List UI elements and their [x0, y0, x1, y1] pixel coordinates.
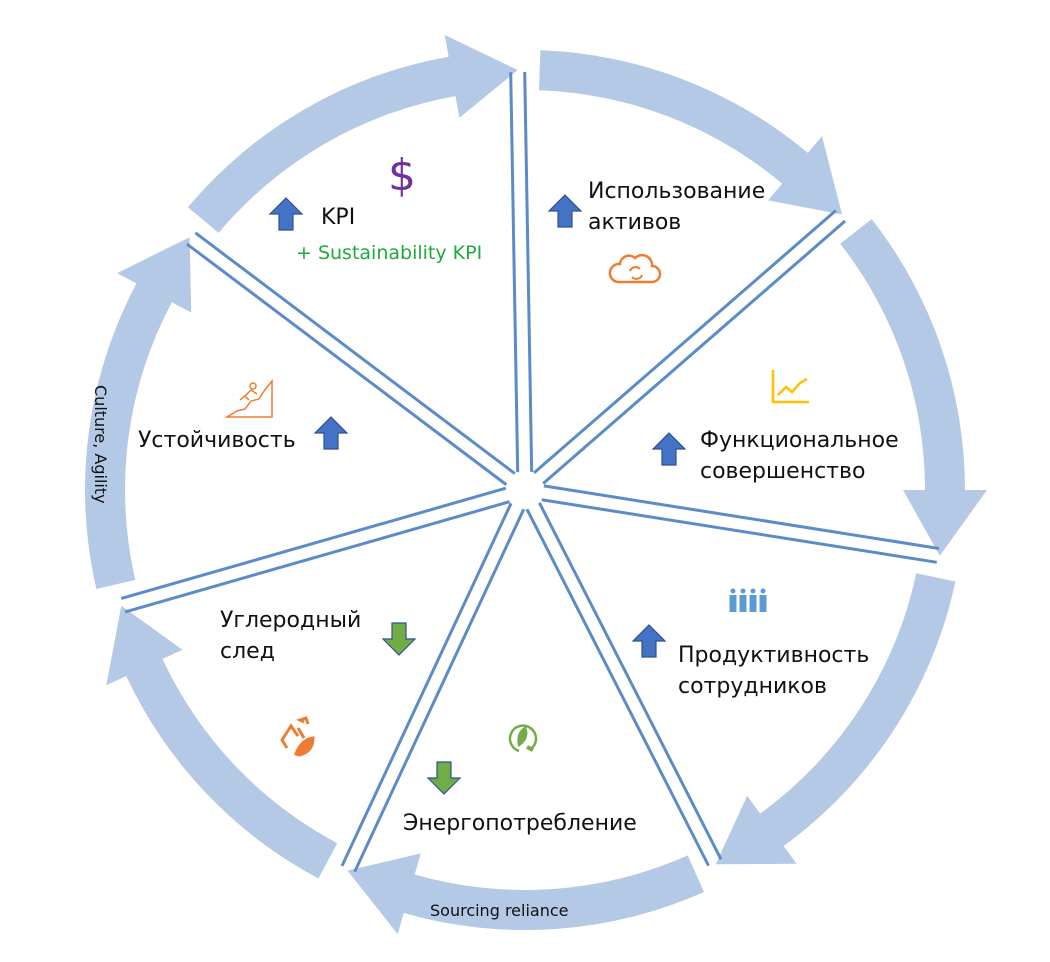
cycle-arrow: [347, 853, 704, 935]
trend-up-arrow-icon: [547, 194, 583, 228]
segment-divider: [541, 498, 937, 564]
segment-divider: [523, 71, 534, 472]
segment-label-assets: Использование активов: [588, 176, 765, 238]
label-line: совершенство: [700, 459, 866, 484]
person-body: [739, 595, 747, 612]
segment-label-carbon: Углеродный след: [220, 605, 361, 667]
segment-divider: [340, 502, 513, 867]
people-icon: [729, 588, 767, 612]
label-line: след: [220, 639, 275, 664]
trend-up-arrow-icon: [313, 416, 349, 450]
segment-divider: [353, 508, 526, 873]
label-line: Углеродный: [220, 608, 362, 633]
segment-divider: [509, 72, 520, 473]
cycle-arrow: [840, 219, 987, 556]
trend-down-arrow-icon: [426, 761, 462, 795]
person-head: [760, 588, 766, 594]
segment-label-kpi: KPI: [321, 205, 356, 230]
trend-up-arrow-icon: [631, 624, 667, 658]
trend-down-arrow-icon: [381, 622, 417, 656]
segment-label-resilience: Устойчивость: [138, 428, 296, 453]
label-line: сотрудников: [678, 674, 827, 699]
segment-divider: [186, 242, 508, 486]
segment-label-functional: Функциональное совершенство: [700, 425, 899, 487]
segment-divider: [538, 502, 723, 860]
person-body: [749, 595, 757, 612]
segment-divider: [194, 231, 516, 475]
cycle-arrow: [85, 237, 192, 589]
segment-sublabel-sustainability-kpi: + Sustainability KPI: [296, 242, 483, 264]
cycle-arrow: [106, 605, 338, 879]
label-line: Использование: [588, 179, 766, 204]
label-line: Продуктивность: [678, 643, 870, 668]
climber-icon: [224, 378, 273, 418]
dollar-icon: $: [388, 150, 416, 201]
person-body: [729, 595, 737, 612]
cycle-arrow: [715, 573, 956, 865]
label-line: Функциональное: [700, 428, 899, 453]
line-chart-icon: [771, 370, 809, 404]
segment-divider: [542, 219, 847, 485]
segment-divider: [124, 500, 511, 614]
cycle-arrow: [539, 50, 842, 215]
person-head: [740, 588, 746, 594]
label-line: активов: [588, 210, 682, 235]
ring-label-culture-agility: Culture, Agility: [91, 385, 110, 504]
person-head: [750, 588, 756, 594]
person-body: [759, 595, 767, 612]
cycle-arrow: [187, 35, 518, 233]
segment-label-energy: Энергопотребление: [403, 811, 637, 836]
ring-label-sourcing-reliance: Sourcing reliance: [430, 901, 568, 920]
trend-up-arrow-icon: [268, 197, 304, 231]
trend-up-arrow-icon: [651, 432, 687, 466]
segment-divider: [533, 209, 837, 475]
segment-divider: [525, 508, 710, 867]
segment-label-productivity: Продуктивность сотрудников: [678, 640, 869, 702]
cloud-sync-icon: [608, 253, 662, 284]
person-head: [730, 588, 736, 594]
leaf-plug-icon: [508, 724, 538, 753]
recycle-leaf-icon: [280, 716, 315, 757]
segment-divider: [543, 484, 940, 550]
segment-divider: [120, 486, 507, 600]
